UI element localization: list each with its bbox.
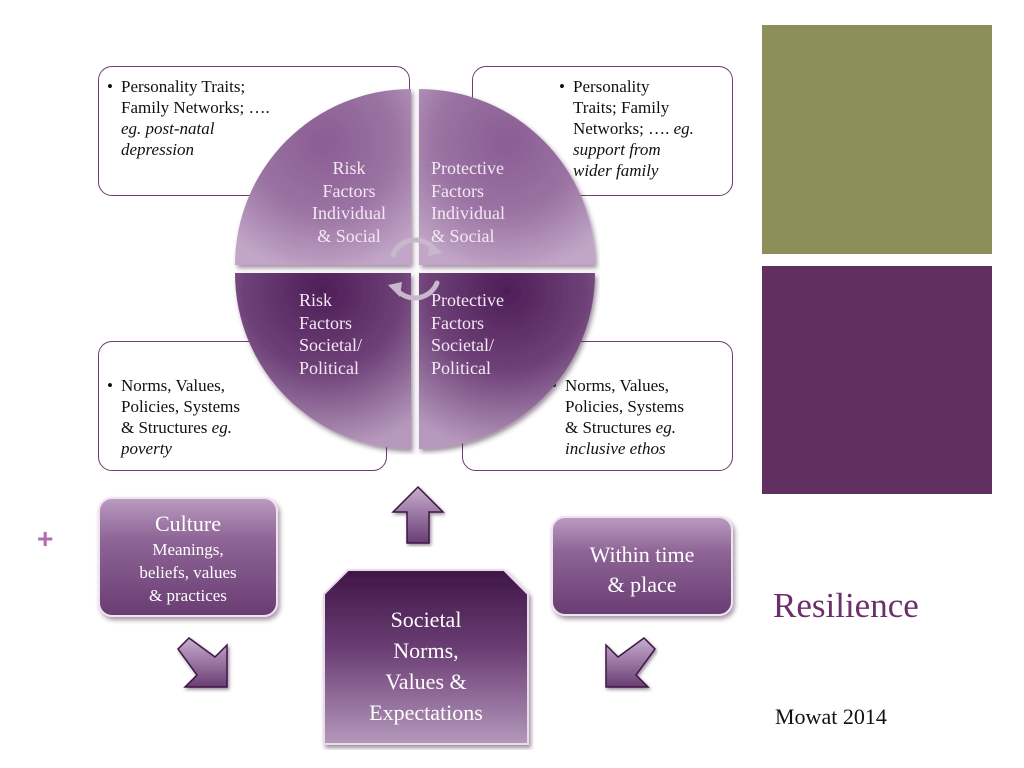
time-place-box: Within time & place (551, 516, 733, 616)
quadrant-protective-societal (419, 273, 595, 449)
quadrant-label-protective-societal: Protective Factors Societal/ Political (431, 289, 504, 379)
box-example-text: poverty (121, 439, 172, 458)
quadrant-label-line: & Social (431, 225, 495, 246)
quadrant-label-line: Factors (431, 180, 484, 201)
quadrant-label-line: Protective (431, 290, 504, 310)
societal-line: Norms, (393, 638, 459, 663)
quadrant-label-line: Political (299, 357, 359, 378)
societal-line: Values & (385, 669, 467, 694)
cycle-arrowhead-icon (428, 241, 442, 256)
quadrant-label-line: Societal/ (299, 335, 362, 355)
box-text: Personality Traits; (121, 77, 246, 96)
box-example-text: wider family (573, 161, 659, 180)
plum-color-block (762, 266, 992, 494)
quadrant-label-line: Political (431, 357, 491, 378)
societal-norms-shape (323, 569, 529, 745)
box-text: Traits; Family (573, 98, 670, 117)
quadrant-label-line: Factors (322, 180, 376, 201)
bullet-item: Norms, Values, Policies, Systems & Struc… (551, 375, 732, 459)
box-text: Norms, Values, (121, 376, 226, 395)
box-text: Personality (573, 77, 650, 96)
bullet-list: Personality Traits; Family Networks; …. … (559, 76, 732, 181)
societal-norms-box: Societal Norms, Values & Expectations (324, 604, 528, 728)
culture-line: Meanings, (152, 540, 224, 559)
quadrant-label-line: & Social (317, 225, 381, 246)
quadrant-label-risk-societal: Risk Factors Societal/ Political (299, 289, 362, 379)
slide-citation: Mowat 2014 (775, 704, 887, 729)
box-example-text: eg. (211, 418, 232, 437)
quadrant-label-line: Individual (431, 203, 505, 223)
quadrant-risk-individual (235, 89, 411, 265)
bullet-list: Norms, Values, Policies, Systems & Struc… (107, 375, 386, 459)
quadrant-label-protective-individual: Protective Factors Individual & Social (431, 157, 505, 247)
quadrant-label-line: Risk (299, 290, 333, 310)
time-place-line: & place (607, 572, 677, 597)
quadrant-risk-societal (235, 273, 411, 449)
plus-mark: + (37, 523, 54, 554)
bullet-item: Personality Traits; Family Networks; …. … (559, 76, 732, 181)
societal-line: Societal (390, 607, 462, 632)
quadrant-label-line: Factors (431, 312, 484, 333)
box-example-text: eg. (673, 119, 694, 138)
box-text: Family Networks; …. (121, 98, 270, 117)
box-example-text: inclusive ethos (565, 439, 666, 458)
olive-color-block (762, 25, 992, 254)
culture-box: Culture Meanings, beliefs, values & prac… (98, 497, 278, 617)
box-text: & Structures (565, 418, 656, 437)
box-text: Policies, Systems (565, 397, 685, 416)
box-text: Policies, Systems (121, 397, 241, 416)
culture-line: & practices (149, 586, 227, 605)
societal-line: Expectations (369, 700, 483, 725)
quadrant-label-line: Risk (332, 158, 366, 178)
box-text: Networks; …. (573, 119, 674, 138)
box-example-text: eg. post-natal (121, 119, 215, 138)
down-right-arrow-icon (177, 637, 228, 688)
bullet-item: Norms, Values, Policies, Systems & Struc… (107, 375, 386, 459)
box-example-text: support from (573, 140, 661, 159)
cycle-arrowhead-icon (388, 282, 402, 297)
up-arrow-icon (391, 485, 445, 544)
culture-line: beliefs, values (139, 563, 237, 582)
bullet-item: Personality Traits; Family Networks; …. … (107, 76, 409, 160)
quadrant-circle (235, 89, 595, 449)
quadrant-label-risk-individual: Risk Factors Individual & Social (296, 157, 402, 247)
quadrant-label-line: Societal/ (431, 335, 494, 355)
box-text: & Structures (121, 418, 212, 437)
slide-title: Resilience (773, 586, 919, 625)
culture-title: Culture (155, 511, 221, 536)
down-left-arrow-icon (605, 637, 656, 688)
quadrant-label-line: Factors (299, 312, 352, 333)
bullet-list: Personality Traits; Family Networks; …. … (107, 76, 409, 160)
box-example-text: depression (121, 140, 195, 159)
quadrant-label-line: Protective (431, 158, 504, 178)
time-place-line: Within time (589, 542, 695, 567)
quadrant-label-line: Individual (312, 203, 386, 223)
bullet-list: Norms, Values, Policies, Systems & Struc… (551, 375, 732, 459)
box-example-text: eg. (655, 418, 676, 437)
quadrant-protective-individual (419, 89, 595, 265)
box-text: Norms, Values, (565, 376, 670, 395)
